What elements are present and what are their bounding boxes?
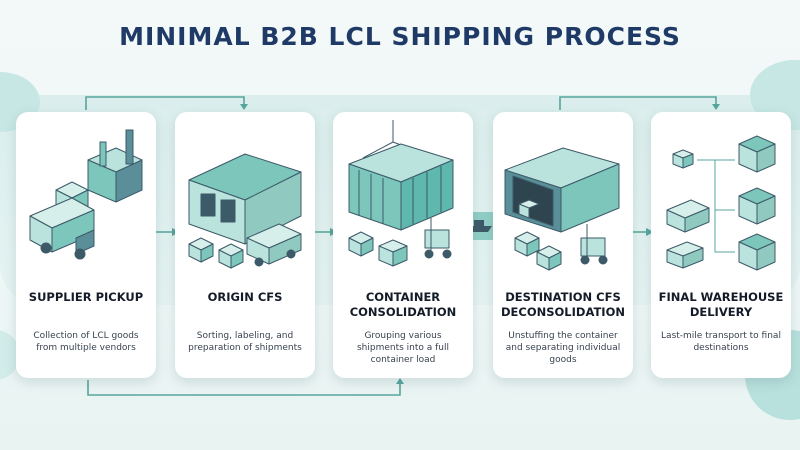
page-title: MINIMAL B2B LCL SHIPPING PROCESS (119, 22, 681, 51)
step-card-destination-cfs: DESTINATION CFS DECONSOLIDATION Unstuffi… (493, 112, 633, 378)
delivery-warehouses-icon (666, 135, 776, 271)
step-description: Last-mile transport to final destination… (661, 331, 781, 353)
arrow-top-4-5 (559, 96, 717, 110)
step-title: FINAL WAREHOUSE DELIVERY (658, 290, 784, 319)
step-title: ORIGIN CFS (207, 290, 283, 304)
decor-circle-bottom-left (0, 330, 20, 380)
step-title: CONTAINER CONSOLIDATION (349, 290, 457, 319)
factory-truck-icon (29, 129, 143, 260)
warehouse-icon (188, 153, 302, 269)
arrow-top-1-2 (85, 96, 245, 110)
step-description: Grouping various shipments into a full c… (356, 331, 450, 365)
step-title: DESTINATION CFS DECONSOLIDATION (501, 290, 625, 319)
step-card-final-delivery: FINAL WAREHOUSE DELIVERY Last-mile trans… (651, 112, 791, 378)
step-description: Sorting, labeling, and preparation of sh… (188, 331, 302, 353)
step-description: Unstuffing the container and separating … (505, 331, 621, 365)
step-card-origin-cfs: ORIGIN CFS Sorting, labeling, and prepar… (175, 112, 315, 378)
open-container-icon (504, 147, 620, 271)
container-crane-icon (348, 120, 454, 267)
step-title: SUPPLIER PICKUP (28, 290, 144, 304)
step-card-supplier-pickup: SUPPLIER PICKUP Collection of LCL goods … (16, 112, 156, 378)
step-description: Collection of LCL goods from multiple ve… (33, 331, 139, 353)
ship-icon (468, 220, 492, 232)
step-card-container-consolidation: CONTAINER CONSOLIDATION Grouping various… (333, 112, 473, 378)
arrow-bottom-2-3 (87, 380, 401, 396)
